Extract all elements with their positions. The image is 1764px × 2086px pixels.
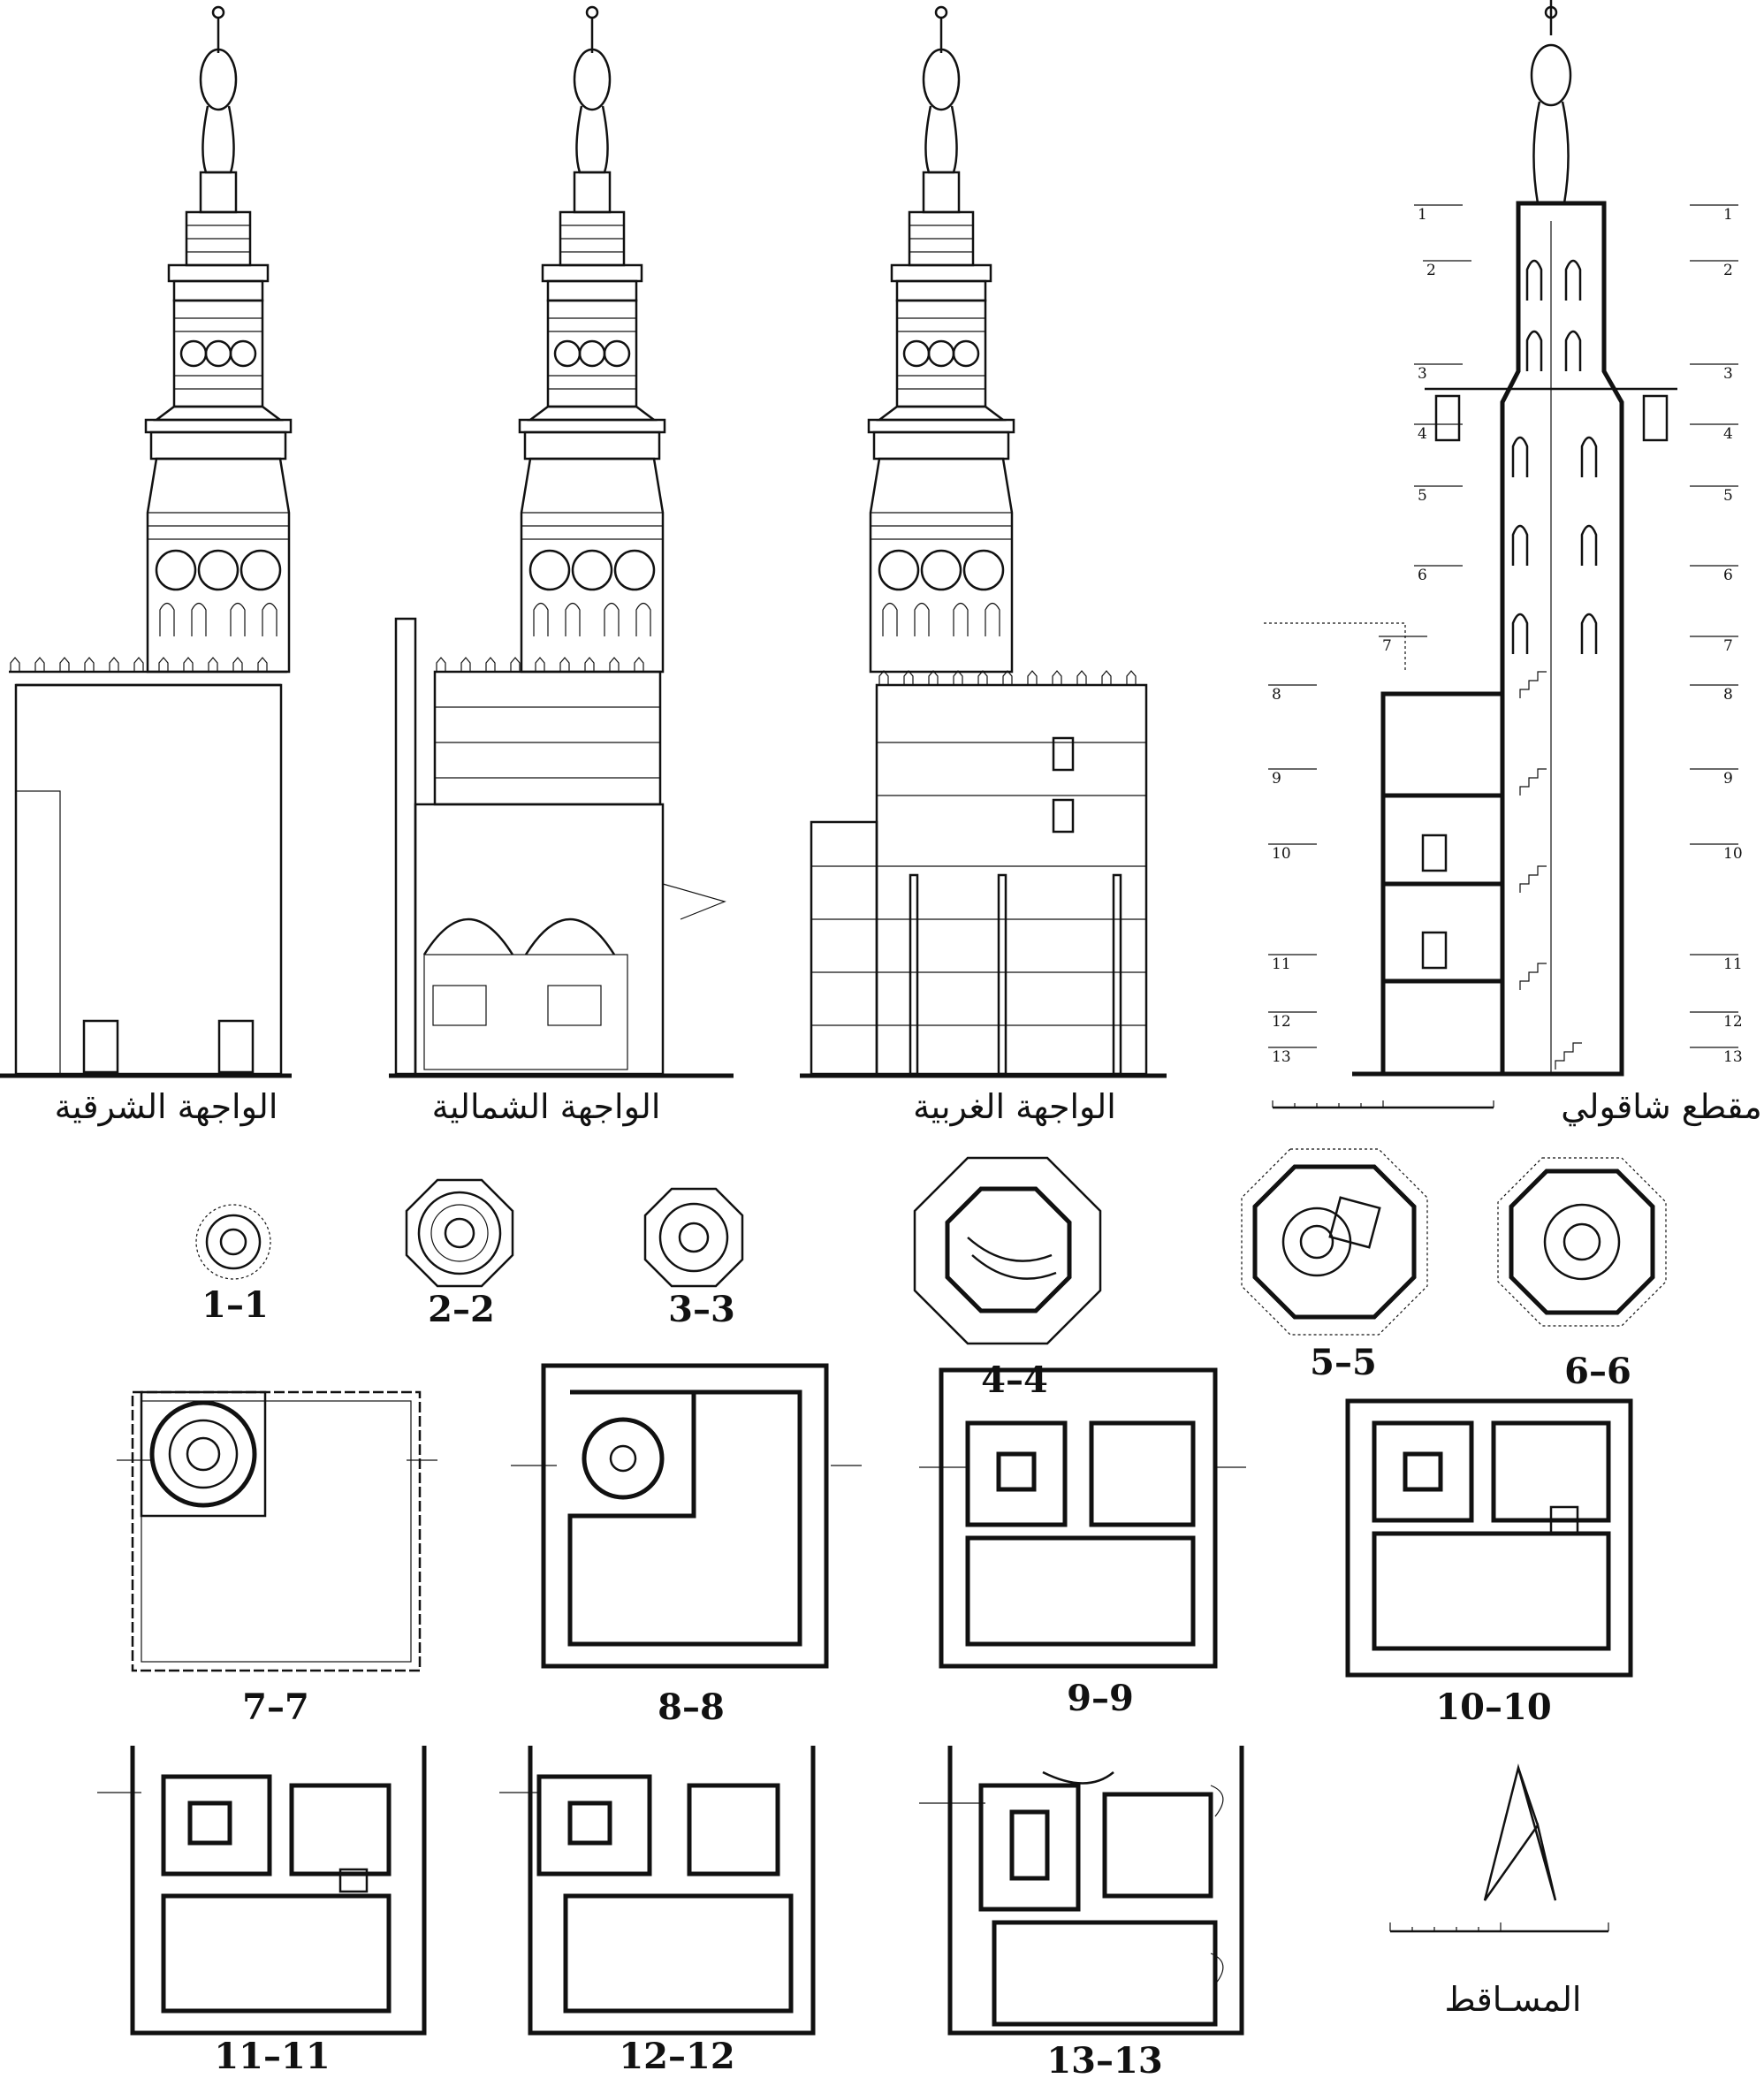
plan-8-8-label: 8–8 bbox=[658, 1686, 725, 1728]
level-label: 2 bbox=[1426, 262, 1436, 279]
west-elevation: الواجهة الغربية bbox=[800, 5, 1167, 1127]
plans-scale-bar bbox=[1389, 1922, 1609, 1933]
east-minaret bbox=[144, 5, 293, 674]
plan-4-4-label: 4–4 bbox=[981, 1359, 1048, 1401]
level-label: 8 bbox=[1723, 686, 1733, 704]
plan-11-11-label: 11–11 bbox=[214, 2036, 330, 2077]
plan-7-7: 7–7 bbox=[117, 1390, 437, 1728]
section-scale-bar bbox=[1272, 1100, 1494, 1109]
north-crenellation bbox=[436, 657, 644, 673]
level-label: 8 bbox=[1272, 686, 1281, 704]
plan-13-13: 13–13 bbox=[919, 1746, 1244, 2082]
level-label: 2 bbox=[1723, 262, 1733, 279]
level-label: 1 bbox=[1723, 206, 1733, 224]
west-elevation-label: الواجهة الغربية bbox=[913, 1087, 1116, 1127]
north-elevation-label: الواجهة الشمالية bbox=[432, 1087, 661, 1127]
level-label: 9 bbox=[1723, 770, 1733, 788]
level-label: 13 bbox=[1723, 1048, 1743, 1066]
level-label: 9 bbox=[1272, 770, 1281, 788]
level-label: 7 bbox=[1382, 637, 1392, 655]
plan-5-5: 5–5 bbox=[1241, 1148, 1428, 1383]
plan-7-7-label: 7–7 bbox=[242, 1686, 309, 1728]
east-elevation-label: الواجهة الشرقية bbox=[55, 1087, 278, 1127]
level-label: 12 bbox=[1723, 1013, 1743, 1031]
plan-6-6: 6–6 bbox=[1497, 1157, 1667, 1392]
plans-title: المسـاقط bbox=[1445, 1980, 1582, 2019]
level-label: 5 bbox=[1723, 487, 1733, 505]
level-label: 3 bbox=[1723, 365, 1733, 383]
plan-4-4: 4–4 bbox=[913, 1156, 1102, 1401]
level-label: 7 bbox=[1723, 637, 1733, 655]
north-elevation: الواجهة الشمالية bbox=[389, 5, 734, 1127]
level-label: 4 bbox=[1723, 425, 1733, 443]
plan-12-12: 12–12 bbox=[499, 1746, 816, 2077]
plan-1-1-label: 1–1 bbox=[201, 1284, 269, 1326]
level-label: 10 bbox=[1723, 845, 1743, 863]
plan-12-12-label: 12–12 bbox=[619, 2036, 734, 2077]
level-label: 6 bbox=[1418, 567, 1427, 584]
level-label: 3 bbox=[1418, 365, 1427, 383]
level-label: 6 bbox=[1723, 567, 1733, 584]
east-elevation: الواجهة الشرقية bbox=[0, 5, 293, 1127]
plan-10-10: 10–10 bbox=[1345, 1398, 1633, 1728]
plan-1-1: 1–1 bbox=[195, 1204, 271, 1326]
plan-13-13-label: 13–13 bbox=[1046, 2040, 1162, 2082]
plan-10-10-label: 10–10 bbox=[1435, 1686, 1551, 1728]
plan-2-2-label: 2–2 bbox=[428, 1289, 495, 1330]
section-stairs bbox=[1519, 671, 1582, 1070]
plan-5-5-label: 5–5 bbox=[1310, 1342, 1377, 1383]
plan-2-2: 2–2 bbox=[405, 1178, 514, 1330]
plan-9-9-label: 9–9 bbox=[1067, 1678, 1134, 1719]
level-label: 13 bbox=[1272, 1048, 1291, 1066]
west-minaret bbox=[867, 5, 1015, 674]
level-label: 12 bbox=[1272, 1013, 1291, 1031]
north-arrow-icon bbox=[1483, 1763, 1557, 1901]
west-crenellation bbox=[878, 670, 1137, 686]
plan-11-11: 11–11 bbox=[97, 1746, 427, 2077]
north-minaret bbox=[518, 5, 666, 674]
level-label: 11 bbox=[1723, 955, 1743, 973]
plan-3-3-label: 3–3 bbox=[668, 1289, 735, 1330]
plan-6-6-label: 6–6 bbox=[1564, 1351, 1631, 1392]
plan-8-8: 8–8 bbox=[511, 1363, 862, 1728]
section-label: مقطع شاقولي bbox=[1561, 1087, 1762, 1127]
level-label: 10 bbox=[1272, 845, 1291, 863]
section-arches bbox=[1511, 259, 1598, 654]
level-label: 4 bbox=[1418, 425, 1427, 443]
level-label: 1 bbox=[1418, 206, 1427, 224]
plan-9-9: 9–9 bbox=[919, 1367, 1246, 1719]
level-label: 5 bbox=[1418, 487, 1427, 505]
level-label: 11 bbox=[1272, 955, 1291, 973]
plan-3-3: 3–3 bbox=[643, 1187, 744, 1330]
east-crenellation bbox=[10, 657, 268, 673]
